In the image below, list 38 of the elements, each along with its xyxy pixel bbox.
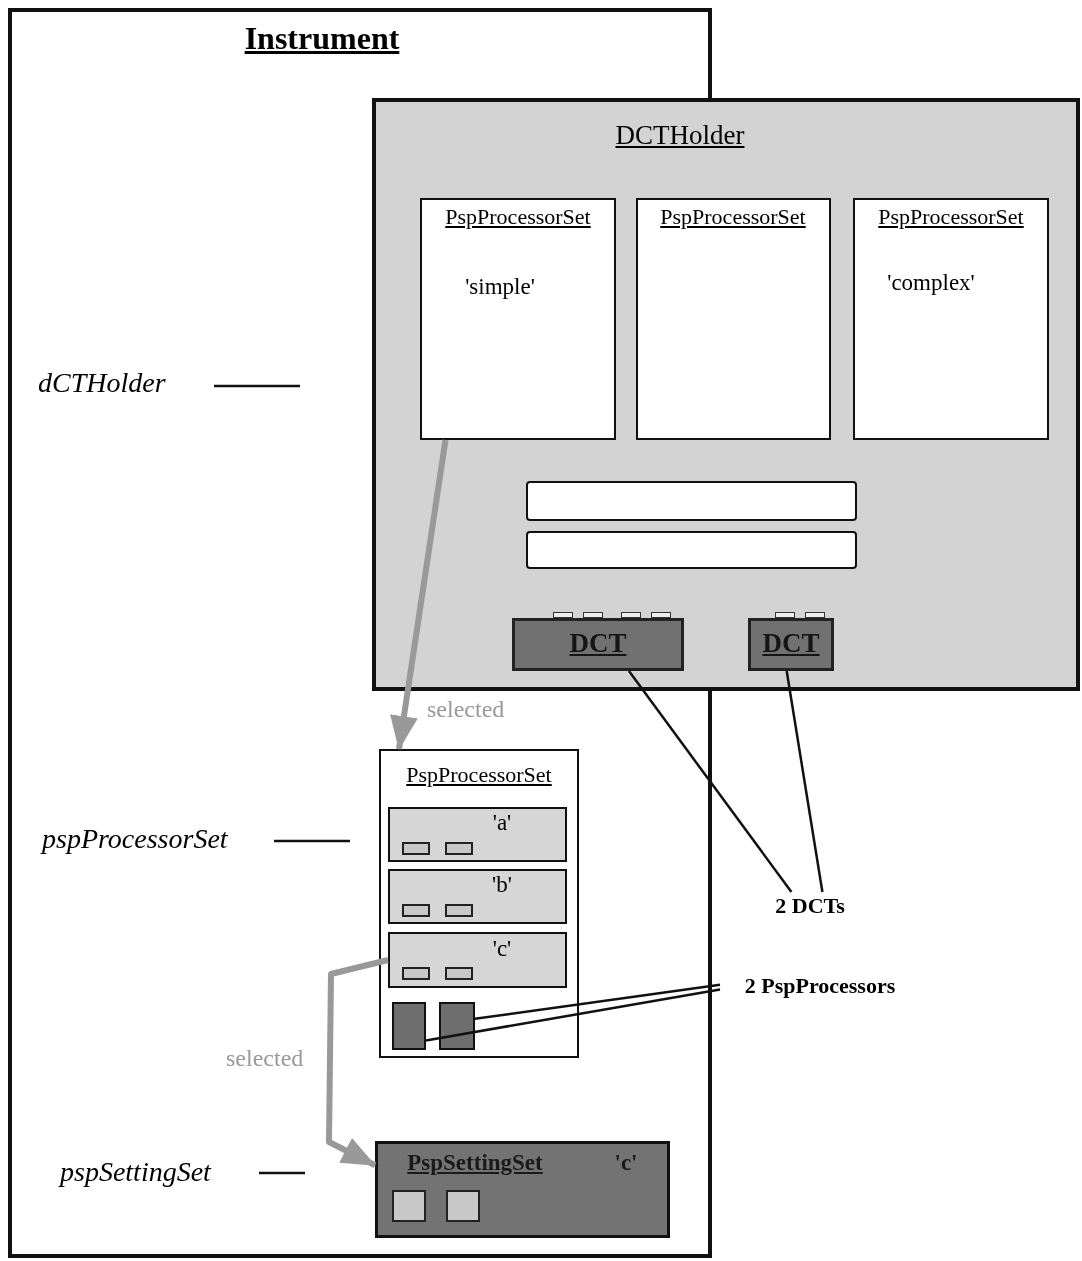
- name-label: 'a': [491, 810, 513, 837]
- leader-line: [627, 670, 793, 893]
- name-label: 'c': [491, 936, 513, 963]
- processor-block: [439, 1002, 475, 1050]
- heading: PspProcessorSet: [659, 204, 807, 230]
- set-card: [853, 198, 1049, 440]
- set-card: [379, 749, 579, 1058]
- leader-line: [425, 988, 721, 1042]
- heading: PspSettingSet: [406, 1150, 544, 1177]
- arrow: [326, 957, 389, 1168]
- leader-line: [785, 670, 824, 893]
- processor-row: [388, 807, 567, 862]
- set-card: [636, 198, 831, 440]
- arrow: [390, 439, 449, 750]
- empty-bar: [526, 531, 857, 569]
- role-label: dCTHolder: [38, 367, 166, 399]
- name-label: 'c': [613, 1150, 639, 1177]
- heading: DCTHolder: [614, 120, 746, 152]
- processor-block: [392, 1002, 426, 1050]
- processor-row: [388, 932, 567, 988]
- name-label: 2 PspProcessors: [743, 973, 897, 999]
- empty-bar: [526, 481, 857, 521]
- name-label: 'complex': [886, 270, 976, 297]
- heading: DCT: [761, 628, 821, 660]
- heading: Instrument: [243, 20, 401, 57]
- name-label: 'simple': [464, 274, 536, 301]
- heading: DCT: [568, 628, 628, 660]
- processor-row: [388, 869, 567, 924]
- setting-set-panel: [375, 1141, 670, 1238]
- name-label: 2 DCTs: [774, 893, 846, 919]
- name-label: 'b': [491, 872, 513, 899]
- heading: PspProcessorSet: [444, 204, 592, 230]
- heading: PspProcessorSet: [405, 762, 553, 788]
- leader-line: [474, 983, 721, 1021]
- set-card: [420, 198, 616, 440]
- role-label: pspProcessorSet: [42, 823, 228, 855]
- heading: PspProcessorSet: [877, 204, 1025, 230]
- role-label: pspSettingSet: [60, 1156, 211, 1188]
